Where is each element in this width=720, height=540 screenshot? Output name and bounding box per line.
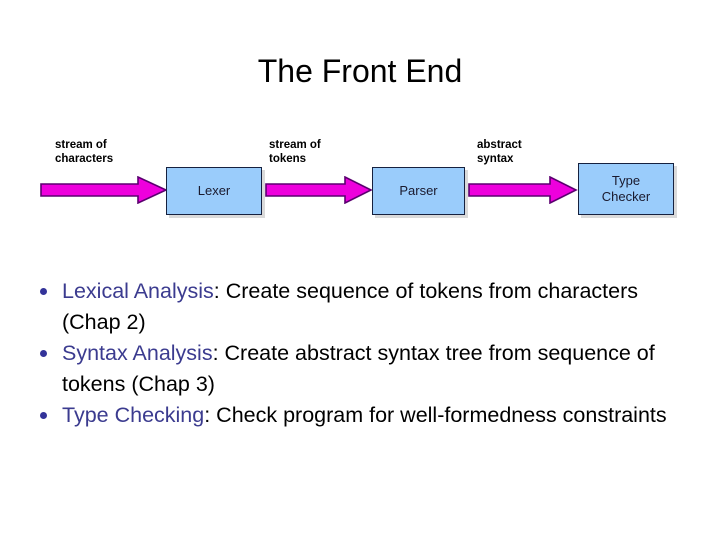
bullet-term-type-checking: Type Checking [62, 403, 205, 427]
arrow-lexer-to-parser [265, 175, 373, 205]
bullet-text-syntax-analysis: : Create abstract syntax tree from seque… [62, 341, 655, 396]
list-item: Lexical Analysis: Create sequence of tok… [30, 276, 690, 338]
stage-label-type-checker-line1: Type [611, 173, 641, 188]
arrow-input-to-lexer [40, 175, 168, 205]
stage-label-parser: Parser [399, 183, 438, 198]
bullet-list: Lexical Analysis: Create sequence of tok… [30, 276, 690, 431]
stage-box-parser[interactable]: Parser [372, 167, 465, 215]
bullet-dot-icon [40, 350, 47, 357]
edge-label-abstract-syntax: abstract syntax [477, 139, 522, 165]
stage-box-lexer[interactable]: Lexer [166, 167, 262, 215]
list-item: Type Checking: Check program for well-fo… [30, 400, 690, 431]
edge-label-stream-of-characters: stream of characters [55, 139, 114, 165]
bullet-text-type-checking: : Check program for well-formedness cons… [204, 403, 667, 427]
page-title: The Front End [257, 53, 463, 89]
list-item: Syntax Analysis: Create abstract syntax … [30, 338, 690, 400]
edge-label-stream-of-tokens: stream of tokens [269, 139, 321, 165]
stage-label-lexer: Lexer [197, 183, 231, 198]
arrow-parser-to-type-checker [468, 175, 578, 205]
bullet-term-syntax-analysis: Syntax Analysis [62, 341, 213, 365]
bullet-term-lexical-analysis: Lexical Analysis [62, 279, 214, 303]
bullet-dot-icon [40, 288, 47, 295]
stage-box-type-checker[interactable]: Type Checker [578, 163, 674, 215]
bullet-text-lexical-analysis: : Create sequence of tokens from charact… [62, 279, 639, 334]
stage-label-type-checker-line2: Checker [601, 189, 651, 204]
bullet-dot-icon [40, 412, 47, 419]
